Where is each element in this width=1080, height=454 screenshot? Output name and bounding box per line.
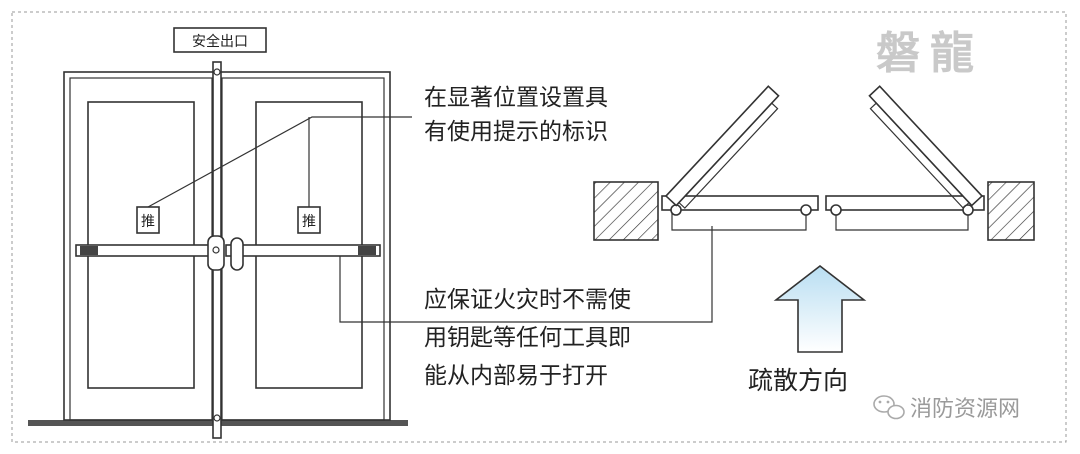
note-top-line-2: 有使用提示的标识 — [424, 119, 608, 145]
outer-frame — [11, 11, 1067, 443]
evacuation-arrow-icon — [773, 264, 867, 353]
left-push-bar-plan — [671, 210, 807, 231]
right-push-bar — [225, 244, 381, 257]
door-front-view: 安全出口 推 推 — [28, 27, 713, 439]
watermark: 消防资源网 — [873, 395, 1020, 422]
left-push-sign-text: 推 — [141, 214, 155, 230]
note-bottom-line-1: 应保证火灾时不需使 — [424, 287, 631, 313]
evacuation-direction-label: 疏散方向 — [748, 366, 848, 395]
exit-sign-box — [173, 27, 267, 53]
note-bottom-line-3: 能从内部易于打开 — [424, 363, 608, 389]
note-top-line-1: 在显著位置设置具 — [424, 85, 608, 111]
left-push-bar-grip — [80, 246, 98, 255]
right-wall — [987, 181, 1035, 241]
brand-watermark: 磐龍 — [876, 28, 984, 79]
left-wall — [593, 181, 659, 241]
leader-line-left-sign — [147, 116, 412, 208]
left-leaf-closed — [661, 195, 819, 211]
watermark-text: 消防资源网 — [910, 397, 1020, 422]
right-push-bar-grip — [358, 246, 376, 255]
right-push-sign-text: 推 — [302, 214, 316, 230]
right-leaf-open — [868, 85, 984, 209]
leader-line-push-bar — [339, 226, 713, 323]
right-push-bar-plan — [835, 210, 969, 231]
exit-sign-text: 安全出口 — [192, 33, 248, 50]
lock-knob — [230, 237, 244, 271]
right-leaf-closed — [825, 195, 985, 211]
left-leaf-open — [664, 85, 780, 209]
door-plan-view — [593, 85, 1035, 353]
wechat-icon — [873, 395, 905, 420]
note-bottom-line-2: 用钥匙等任何工具即 — [424, 325, 631, 351]
